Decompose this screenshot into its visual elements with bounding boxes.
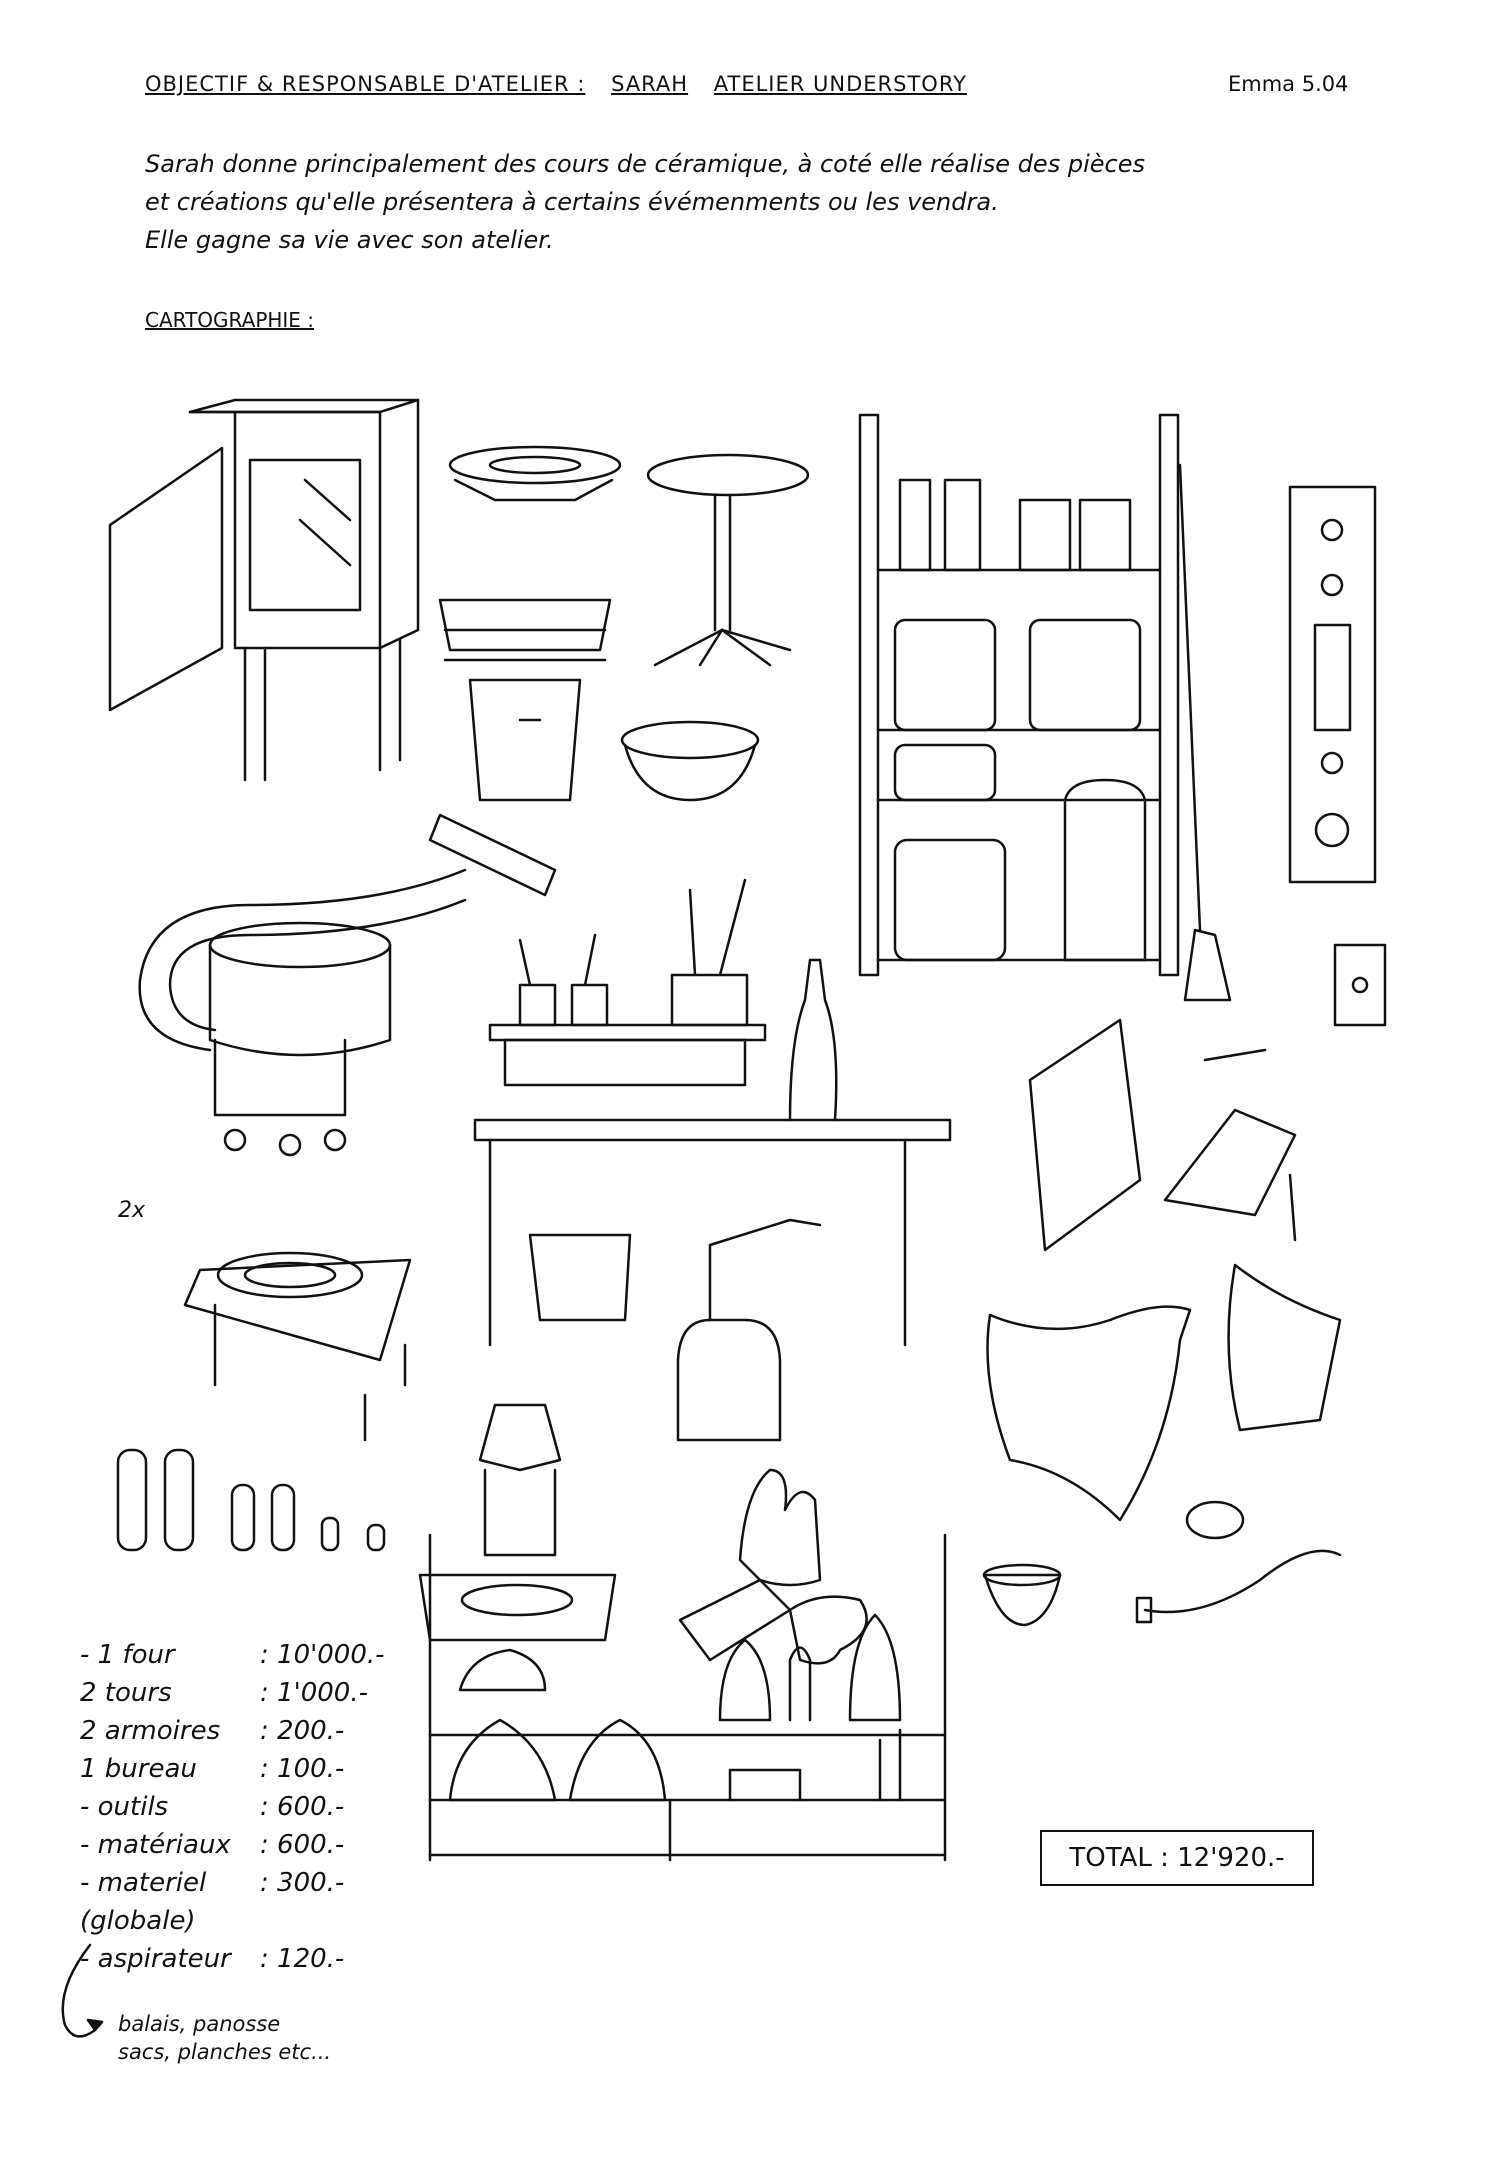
person-name: SARAH <box>611 72 689 96</box>
inventory-value: : 200.- <box>260 1716 345 1746</box>
inventory-label: 2 tours <box>80 1678 172 1708</box>
inventory-label: - matériaux <box>80 1830 231 1860</box>
inventory-value: : 120.- <box>260 1944 345 1974</box>
bags-drawing <box>986 1263 1342 1522</box>
potter-wheel-drawing <box>183 1251 412 1442</box>
shelf-drawing <box>858 413 1232 1002</box>
inventory-value: : 1'000.- <box>260 1678 368 1708</box>
inventory-value: : 600.- <box>260 1792 345 1822</box>
inventory-value: : 100.- <box>260 1754 345 1784</box>
gloves-drawing <box>678 1468 868 1665</box>
bucket-stack-drawing <box>438 445 760 802</box>
inventory-label: - materiel <box>80 1868 207 1898</box>
inventory-label: - outils <box>80 1792 169 1822</box>
header-line: OBJECTIF & RESPONSABLE D'ATELIER : SARAH… <box>145 72 985 96</box>
rolls-drawing <box>116 1448 386 1552</box>
inventory-value: : 600.- <box>260 1830 345 1860</box>
author-date: Emma 5.04 <box>1228 72 1349 96</box>
objective-label: OBJECTIF & RESPONSABLE D'ATELIER : <box>145 72 586 96</box>
intro-line: Sarah donne principalement des cours de … <box>145 150 1145 178</box>
inventory-label: - 1 four <box>80 1640 175 1670</box>
arrow-note: balais, panosse sacs, planches etc... <box>118 2010 331 2066</box>
total-box: TOTAL : 12'920.- <box>1040 1830 1314 1886</box>
studio-name: ATELIER UNDERSTORY <box>713 72 967 96</box>
arrow-drawing <box>61 1943 104 2038</box>
intro-line: et créations qu'elle présentera à certai… <box>145 188 999 216</box>
inventory-label: - aspirateur <box>80 1944 231 1974</box>
inventory-value: : 10'000.- <box>260 1640 385 1670</box>
intro-line: Elle gagne sa vie avec son atelier. <box>145 226 554 254</box>
inventory-value: : 300.- <box>260 1868 345 1898</box>
inventory-label: (globale) <box>80 1906 196 1936</box>
bucket-spray-drawing <box>528 1218 822 1442</box>
note-line: sacs, planches etc... <box>118 2040 332 2064</box>
display-shelf-drawing <box>428 1533 947 1862</box>
inventory-label: 2 armoires <box>80 1716 221 1746</box>
multiplier-label: 2x <box>118 1198 146 1223</box>
boards-drawing <box>1028 1018 1297 1252</box>
kiln-drawing <box>108 398 420 782</box>
section-title: CARTOGRAPHIE : <box>145 308 315 332</box>
vacuum-drawing <box>138 813 557 1157</box>
note-line: balais, panosse <box>118 2012 281 2036</box>
moka-pot-drawing <box>418 1403 617 1642</box>
inventory-label: 1 bureau <box>80 1754 197 1784</box>
small-tools-drawing <box>982 1500 1342 1627</box>
intro-paragraph: Sarah donne principalement des cours de … <box>145 145 1375 259</box>
workbench-drawing <box>473 878 952 1347</box>
control-panel-drawing <box>1288 485 1387 1027</box>
stool-drawing <box>646 453 810 667</box>
